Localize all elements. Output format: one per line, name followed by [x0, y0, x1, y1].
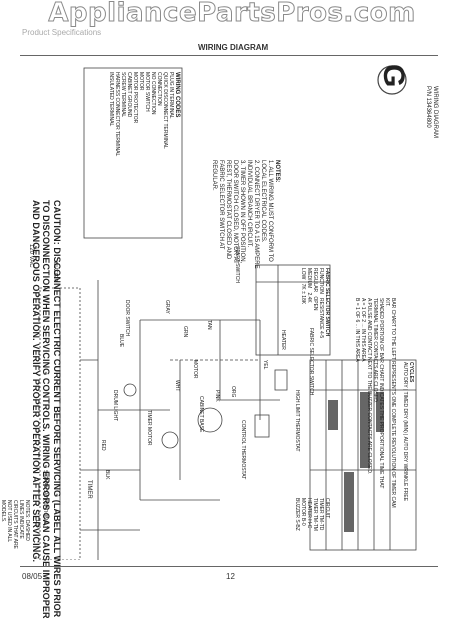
fabric-selector-table: FABRIC SELECTOR SWITCH FUNCTION RESISTAN… — [300, 268, 330, 338]
label-fabric-sel: FABRIC SELECTOR SWITCH — [308, 328, 314, 396]
label-drum-light: DRUM LIGHT — [112, 390, 118, 422]
note-item: 2. CONNECT DRYER TO A 15 AMPERE INDIVIDU… — [246, 160, 259, 269]
wiring-code-item: QUICK DISCONNECT TERMINAL — [162, 72, 168, 149]
label-high-limit: HIGH LIMIT THERMOSTAT — [294, 390, 300, 452]
diagram-pn: P/N 134364800 — [425, 86, 431, 128]
cycles-col: TIMED DRY (MIN) — [402, 391, 408, 433]
cycles-row: CIRCUIT — [324, 498, 330, 519]
fabric-header: RESISTANCE 4-5 — [318, 298, 324, 339]
wiring-code-item: MOTOR PROTECTOR — [132, 72, 138, 124]
chart-note-line: SHADED PORTION OF BAR CHART INDICATES TH… — [372, 298, 384, 489]
cycles-title: CYCLES — [408, 362, 414, 383]
wiring-codes-box — [83, 67, 183, 239]
wiring-codes: WIRING CODES PLUG IN TERMINAL QUICK DISC… — [108, 72, 180, 156]
cycles-table: CYCLES AUTO DRY | TIMED DRY (MIN) | AUTO… — [402, 362, 414, 502]
label-pink: PINK — [214, 390, 220, 402]
chart-note-line: B = 1 OF 6 ... IN THIS AREA — [354, 298, 360, 362]
label-gray: GRAY — [164, 300, 170, 314]
label-120vac: 120 VAC — [28, 244, 34, 268]
fabric-cell: REGULAR — [312, 268, 318, 293]
cycles-col: AUTO DRY WRINKLE FREE — [402, 436, 408, 502]
label-org: ORG — [230, 386, 236, 398]
fabric-selector-title: FABRIC SELECTOR SWITCH — [324, 268, 330, 337]
label-motor: MOTOR — [192, 360, 198, 379]
cycles-row: HEATER H-C — [306, 498, 312, 529]
fabric-cell: 7K ± 18K — [300, 283, 306, 305]
page-title: WIRING DIAGRAM — [198, 43, 269, 52]
notes-bottom: NOTES: DASHED LINES INDICATE CIRCUITS TH… — [0, 500, 30, 549]
label-blk: BLK — [104, 470, 110, 480]
chart-note-line: BAR CHART TO THE LEFT REPRESENTS ONE COM… — [384, 298, 396, 508]
label-red: RED — [100, 440, 106, 451]
label-buzzer: BUZZER — [52, 262, 58, 282]
watermark: AppliancePartsPros.com — [48, 0, 416, 29]
footer-rule — [20, 566, 438, 567]
wiring-code-item: NO CONNECTION — [150, 72, 156, 115]
label-start-switch: START SWITCH — [234, 246, 240, 283]
chart-note: BAR CHART TO THE LEFT REPRESENTS ONE COM… — [354, 298, 396, 508]
fabric-cell: 2.4K — [306, 292, 312, 303]
label-tan: TAN — [206, 320, 212, 330]
fabric-header: FUNCTION — [318, 268, 324, 294]
label-timer: TIMER — [86, 480, 92, 499]
wiring-code-item: MOTOR — [138, 72, 144, 91]
footer-date: 08/05 — [22, 572, 43, 581]
wiring-code-item: PLUG IN TERMINAL — [168, 72, 174, 119]
label-control-thermostat: CONTROL THERMOSTAT — [240, 420, 246, 480]
label-blue: BLUE — [118, 334, 124, 348]
cycles-row: TIMER TM-TM — [312, 498, 318, 531]
label-yel: YEL — [262, 360, 268, 370]
notes-block: NOTES: 1. ALL WIRING MUST CONFORM TO LOC… — [210, 160, 280, 280]
fabric-selector-box — [255, 264, 331, 356]
caution-line-2: TO DISCONNECTION WHEN SERVICING CONTROLS… — [41, 200, 52, 619]
fabric-cell: LOW — [300, 268, 306, 280]
note-item: 1. ALL WIRING MUST CONFORM TO LOCAL ELEC… — [260, 160, 273, 262]
header-rule — [20, 55, 438, 56]
diagram-letter: G — [377, 64, 410, 88]
cycles-rows: CIRCUIT TIMER TM-TD TIMER TM-TM HEATER H… — [294, 498, 330, 531]
cycles-row: BUZZER S-BZ — [294, 498, 300, 531]
page-number: 12 — [226, 572, 235, 581]
chart-note-line: A PULSE AND CONTACT NEXT TO THE BUZZER C… — [366, 298, 372, 475]
wiring-code-item: SCREW TERMINAL — [120, 72, 126, 118]
diagram-id: WIRING DIAGRAM P/N 134364800 — [424, 86, 438, 138]
label-signal-sw: SIGNAL SW (OPTIONAL) — [42, 470, 48, 528]
diagram-id-title: WIRING DIAGRAM — [432, 86, 438, 138]
label-cabinet-base: CABINET BASE — [198, 396, 204, 433]
label-door-switch: DOOR SWITCH — [124, 300, 130, 337]
label-heater: HEATER — [280, 330, 286, 350]
fabric-cell: OPEN — [312, 296, 318, 311]
cycles-col: AUTO DRY — [402, 362, 408, 388]
cycles-row: TIMER TM-TD — [318, 498, 324, 531]
wiring-code-item: CABINET GROUND — [126, 72, 132, 118]
brand-text: Product Specifications — [22, 28, 102, 37]
label-grn: GRN — [182, 326, 188, 338]
wiring-codes-title: WIRING CODES — [174, 72, 180, 118]
label-l1: L1 — [34, 520, 40, 527]
wiring-diagram — [39, 65, 417, 560]
wiring-code-item: HARNESS CONNECTOR TERMINAL — [114, 72, 120, 157]
label-wht: WHT — [174, 380, 180, 392]
label-timer-motor: TIMER MOTOR — [146, 410, 152, 446]
fabric-cell: MEDIUM — [306, 268, 312, 289]
notes-title: NOTES: — [274, 160, 280, 183]
